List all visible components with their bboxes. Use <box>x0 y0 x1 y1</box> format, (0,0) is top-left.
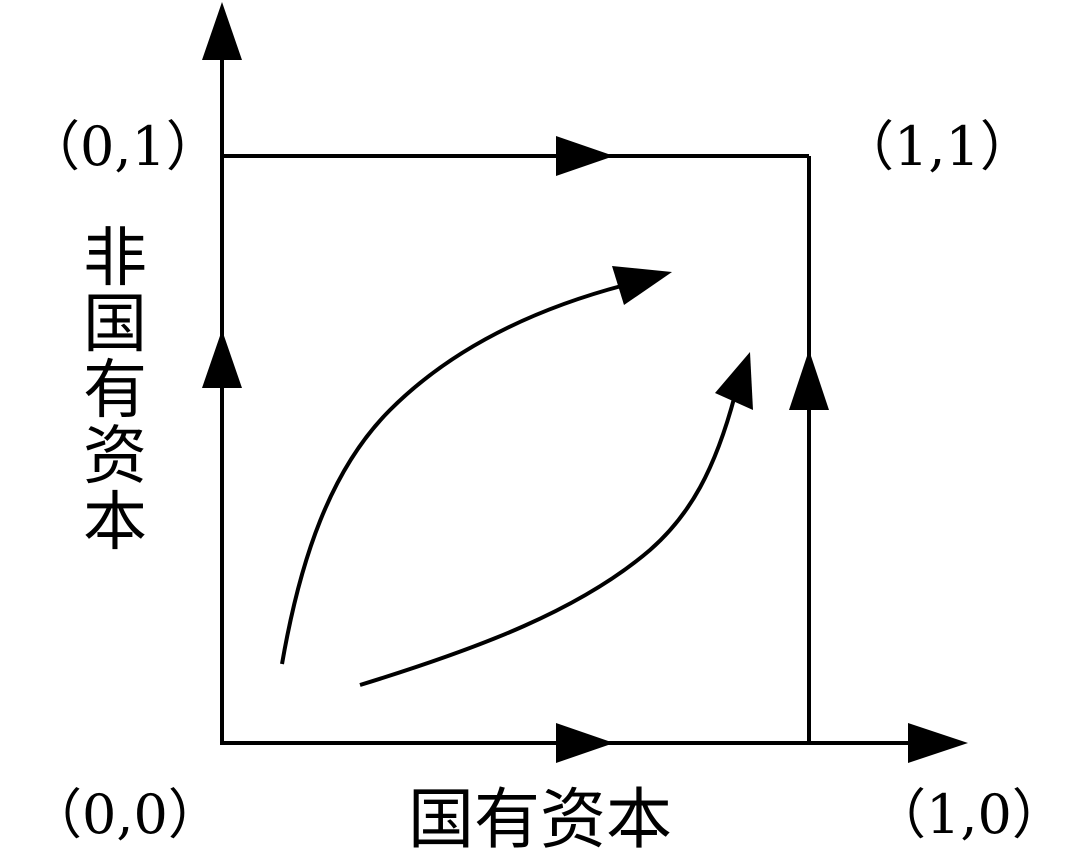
bottom-edge-right-arrow <box>556 723 614 763</box>
y-axis-arrowhead <box>202 2 242 60</box>
corner-label-bottom-right: （1,0） <box>872 783 1066 846</box>
left-edge-up-arrow <box>202 330 242 388</box>
corner-label-top-right: （1,1） <box>840 115 1034 178</box>
lower-curve-arrowhead <box>715 352 753 410</box>
right-edge-up-arrow <box>789 350 829 410</box>
upper-trajectory-curve <box>280 283 626 665</box>
x-axis-title: 国有资本 <box>408 781 672 858</box>
corner-label-origin: （0,0） <box>28 783 222 846</box>
x-axis-arrowhead <box>908 723 968 763</box>
upper-curve-arrowhead <box>612 266 672 305</box>
top-edge-right-arrow <box>556 136 614 176</box>
lower-trajectory-curve <box>359 394 737 687</box>
corner-label-top-left: （0,1） <box>26 115 220 178</box>
y-axis-title: 非国有资本 <box>83 222 147 560</box>
